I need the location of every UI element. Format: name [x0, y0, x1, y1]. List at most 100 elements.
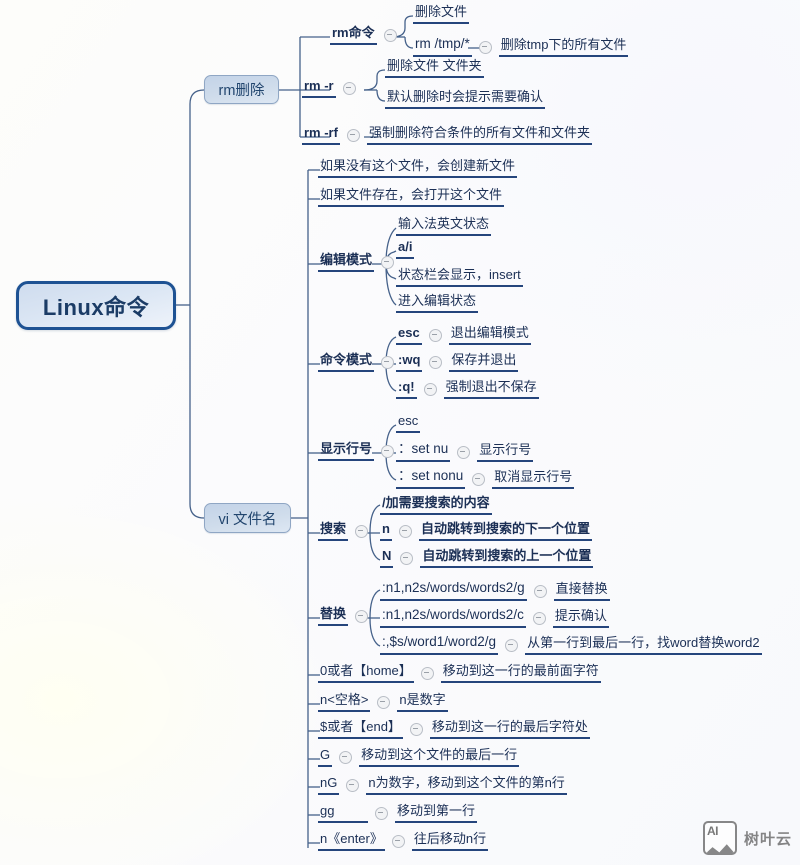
- node-rm-command[interactable]: rm命令: [330, 26, 404, 45]
- collapse-toggle-icon[interactable]: [342, 82, 356, 95]
- collapse-toggle-icon[interactable]: [355, 525, 369, 538]
- node-cmd-esc[interactable]: esc 退出编辑模式: [396, 326, 531, 345]
- node-search-slash-label: /加需要搜索的内容: [380, 496, 492, 515]
- node-edit-mode-label: 编辑模式: [318, 253, 375, 272]
- collapse-toggle-icon[interactable]: [381, 445, 395, 458]
- node-search-N-prev[interactable]: N 自动跳转到搜索的上一个位置: [380, 549, 594, 568]
- node-edit-enter-state[interactable]: 进入编辑状态: [396, 294, 479, 313]
- node-line-numbers[interactable]: 显示行号: [318, 442, 401, 461]
- node-move-home-label: 0或者【home】: [318, 664, 414, 683]
- node-n-space-note: n是数字: [397, 693, 448, 712]
- node-rm-delete-file-label: 删除文件: [413, 5, 470, 24]
- node-replace-c-label: :n1,n2s/words/words2/c: [380, 608, 526, 628]
- node-ln-set-nu-label: ：set nu: [396, 442, 451, 462]
- node-search-slash[interactable]: /加需要搜索的内容: [380, 496, 492, 515]
- node-search-n-next-note: 自动跳转到搜索的下一个位置: [418, 522, 592, 541]
- node-edit-mode[interactable]: 编辑模式: [318, 253, 401, 272]
- node-move-end-note: 移动到这一行的最后字符处: [429, 720, 590, 739]
- node-cmd-wq-label: :wq: [396, 353, 423, 372]
- node-replace-g[interactable]: :n1,n2s/words/words2/g 直接替换: [380, 581, 610, 601]
- collapse-toggle-icon[interactable]: [409, 723, 423, 736]
- node-edit-insert-label: 状态栏会显示，insert: [396, 268, 523, 287]
- collapse-toggle-icon[interactable]: [381, 256, 395, 269]
- node-edit-insert[interactable]: 状态栏会显示，insert: [396, 268, 523, 287]
- node-replace-all-label: :,$s/word1/word2/g: [380, 635, 499, 655]
- node-rm-delete-file[interactable]: 删除文件: [413, 5, 470, 24]
- node-ln-set-nu-note: 显示行号: [477, 443, 534, 462]
- collapse-toggle-icon[interactable]: [400, 552, 414, 565]
- node-search-N-prev-note: 自动跳转到搜索的上一个位置: [420, 549, 594, 568]
- node-edit-ime[interactable]: 输入法英文状态: [396, 217, 492, 236]
- root-node[interactable]: Linux命令: [16, 281, 176, 330]
- collapse-toggle-icon[interactable]: [398, 525, 412, 538]
- collapse-toggle-icon[interactable]: [346, 129, 360, 142]
- node-gg[interactable]: gg 移动到第一行: [318, 804, 478, 823]
- node-ln-set-nu[interactable]: ：set nu 显示行号: [396, 442, 534, 462]
- collapse-toggle-icon[interactable]: [472, 472, 486, 486]
- ai-image-icon: AI: [702, 821, 737, 855]
- node-command-mode-label: 命令模式: [318, 353, 375, 372]
- node-nG[interactable]: nG n为数字，移动到这个文件的第n行: [318, 776, 567, 795]
- collapse-toggle-icon[interactable]: [429, 356, 443, 369]
- node-nG-label: nG: [318, 776, 340, 795]
- branch-node-rm[interactable]: rm删除: [204, 75, 279, 104]
- collapse-toggle-icon[interactable]: [377, 696, 391, 709]
- collapse-toggle-icon[interactable]: [505, 638, 519, 652]
- node-rm-r-files-label: 删除文件 文件夹: [385, 59, 484, 78]
- node-vi-create[interactable]: 如果没有这个文件，会创建新文件: [318, 159, 518, 178]
- collapse-toggle-icon[interactable]: [375, 807, 388, 820]
- node-cmd-esc-label: esc: [396, 326, 422, 345]
- node-rm-tmp-label: rm /tmp/*: [413, 37, 472, 57]
- node-n-enter-note: 往后移动n行: [411, 832, 489, 851]
- node-n-space[interactable]: n<空格> n是数字: [318, 693, 448, 712]
- node-replace-c-note: 提示确认: [552, 609, 609, 628]
- node-search[interactable]: 搜索: [318, 522, 375, 541]
- node-command-mode[interactable]: 命令模式: [318, 353, 401, 372]
- node-n-space-label: n<空格>: [318, 693, 371, 712]
- collapse-toggle-icon[interactable]: [346, 779, 360, 792]
- node-ln-set-nonu[interactable]: ：set nonu 取消显示行号: [396, 469, 575, 489]
- branch-node-vi[interactable]: vi 文件名: [204, 503, 291, 533]
- collapse-toggle-icon[interactable]: [532, 611, 546, 625]
- node-cmd-esc-note: 退出编辑模式: [448, 326, 531, 345]
- node-replace-all[interactable]: :,$s/word1/word2/g 从第一行到最后一行，找word替换word…: [380, 635, 762, 655]
- node-replace-c[interactable]: :n1,n2s/words/words2/c 提示确认: [380, 608, 609, 628]
- node-vi-open-label: 如果文件存在，会打开这个文件: [318, 188, 505, 207]
- collapse-toggle-icon[interactable]: [420, 667, 434, 680]
- node-n-enter[interactable]: n《enter》 往后移动n行: [318, 832, 489, 851]
- collapse-toggle-icon[interactable]: [391, 835, 405, 848]
- collapse-toggle-icon[interactable]: [339, 751, 353, 764]
- collapse-toggle-icon[interactable]: [428, 329, 442, 342]
- node-move-home[interactable]: 0或者【home】 移动到这一行的最前面字符: [318, 664, 601, 683]
- node-rm-rf-note: 强制删除符合条件的所有文件和文件夹: [366, 126, 592, 145]
- node-rm-r[interactable]: rm -r: [302, 79, 363, 98]
- node-edit-ai[interactable]: a/i: [396, 240, 415, 259]
- node-ln-esc[interactable]: esc: [396, 414, 421, 433]
- collapse-toggle-icon[interactable]: [383, 29, 397, 42]
- node-replace-g-label: :n1,n2s/words/words2/g: [380, 581, 527, 601]
- node-cmd-wq[interactable]: :wq 保存并退出: [396, 353, 519, 372]
- node-search-n-next[interactable]: n 自动跳转到搜索的下一个位置: [380, 522, 592, 541]
- node-cmd-q-force[interactable]: :q! 强制退出不保存: [396, 380, 539, 399]
- node-rm-rf[interactable]: rm -rf 强制删除符合条件的所有文件和文件夹: [302, 126, 592, 145]
- node-search-N-prev-label: N: [380, 549, 394, 568]
- node-rm-r-files[interactable]: 删除文件 文件夹: [385, 59, 484, 78]
- collapse-toggle-icon[interactable]: [381, 356, 395, 369]
- node-edit-enter-state-label: 进入编辑状态: [396, 294, 479, 313]
- node-rm-tmp[interactable]: rm /tmp/* 删除tmp下的所有文件: [413, 37, 629, 57]
- node-rm-r-confirm[interactable]: 默认删除时会提示需要确认: [385, 90, 546, 109]
- node-rm-tmp-note: 删除tmp下的所有文件: [498, 38, 629, 57]
- collapse-toggle-icon[interactable]: [457, 445, 471, 459]
- node-replace[interactable]: 替换: [318, 607, 375, 626]
- collapse-toggle-icon[interactable]: [423, 383, 437, 396]
- node-n-enter-label: n《enter》: [318, 832, 385, 851]
- collapse-toggle-icon[interactable]: [355, 610, 369, 623]
- node-move-home-note: 移动到这一行的最前面字符: [440, 664, 601, 683]
- node-G[interactable]: G 移动到这个文件的最后一行: [318, 748, 520, 767]
- node-nG-note: n为数字，移动到这个文件的第n行: [366, 776, 567, 795]
- root-node-label: Linux命令: [42, 294, 150, 320]
- collapse-toggle-icon[interactable]: [478, 40, 492, 54]
- collapse-toggle-icon[interactable]: [533, 584, 547, 598]
- node-move-end[interactable]: $或者【end】 移动到这一行的最后字符处: [318, 720, 590, 739]
- node-vi-open[interactable]: 如果文件存在，会打开这个文件: [318, 188, 505, 207]
